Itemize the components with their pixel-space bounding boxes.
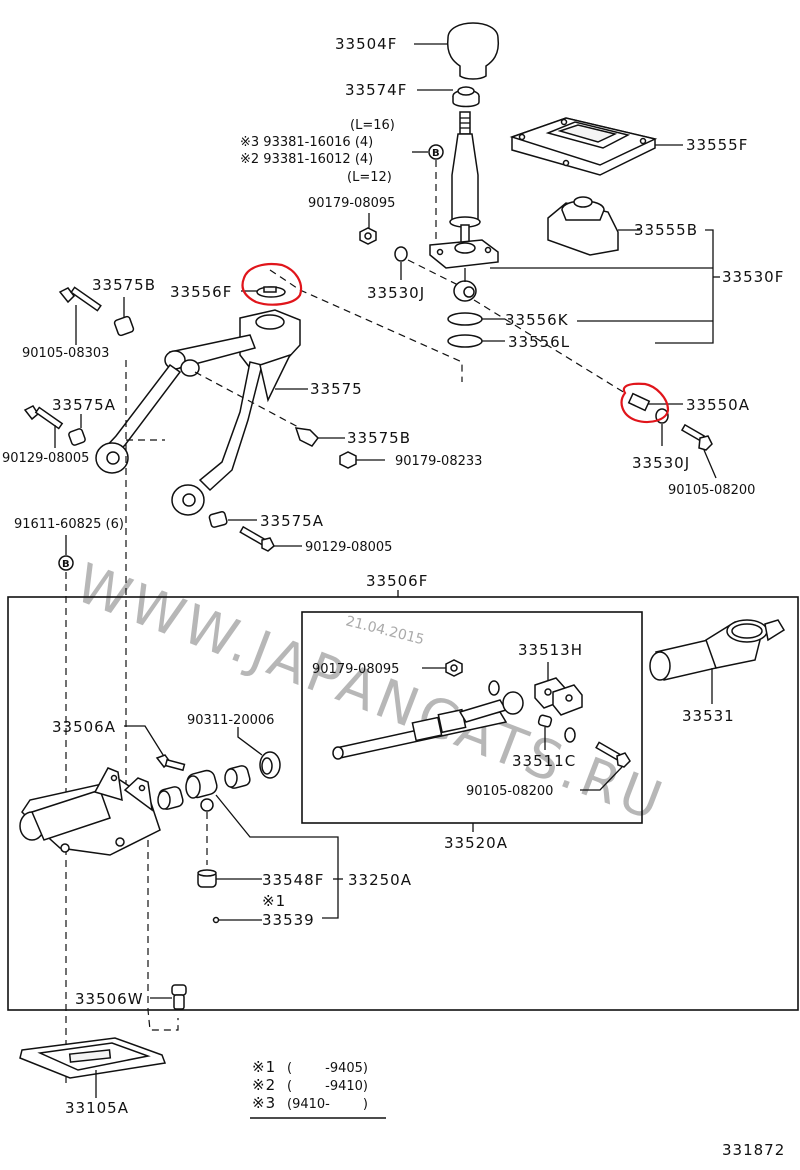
ball-33539-part[interactable] xyxy=(212,916,263,924)
bolt-90129-08005-center[interactable] xyxy=(239,525,302,552)
part-label-90105-08200-right[interactable]: 90105-08200 xyxy=(668,483,755,498)
part-label-93381-16012[interactable]: ※2 93381-16012 (4) xyxy=(240,152,373,167)
highlight-circle-33550A xyxy=(620,382,670,424)
nut-icon[interactable] xyxy=(359,227,377,245)
pin-33511C-part[interactable] xyxy=(537,714,576,750)
shift-lever-part[interactable] xyxy=(429,111,499,302)
nut-90179-08233[interactable] xyxy=(339,451,385,469)
bolt-90105-08303[interactable] xyxy=(58,286,102,345)
part-label-33555B[interactable]: 33555B xyxy=(634,221,698,239)
part-label-33511C[interactable]: 33511C xyxy=(512,752,576,770)
shift-rod-part[interactable] xyxy=(332,680,524,760)
part-label-90311-20006[interactable]: 90311-20006 xyxy=(187,713,274,728)
part-label-33520A[interactable]: 33520A xyxy=(444,834,508,852)
collar-33575A-center[interactable] xyxy=(208,511,257,528)
part-label-33539[interactable]: 33539 xyxy=(262,911,315,929)
part-label-33531[interactable]: 33531 xyxy=(682,707,735,725)
legend: ※1 ( -9405) ※2 ( -9410) ※3 (9410- ) xyxy=(250,1058,386,1119)
part-label-33513H[interactable]: 33513H xyxy=(518,641,583,659)
part-label-33574F[interactable]: 33574F xyxy=(345,81,407,99)
part-label-33105A[interactable]: 33105A xyxy=(65,1099,129,1117)
shift-boot-part[interactable] xyxy=(547,196,640,256)
svg-text:B: B xyxy=(62,559,70,570)
bushing-33575B-center[interactable] xyxy=(294,427,345,447)
oring-k-part[interactable] xyxy=(447,312,505,326)
part-label-91611-60825[interactable]: 91611-60825 (6) xyxy=(14,517,124,532)
part-label-33550A[interactable]: 33550A xyxy=(686,396,750,414)
legend-mark-3: ※3 xyxy=(252,1094,276,1112)
part-label-33530J-right[interactable]: 33530J xyxy=(632,454,690,472)
figure-number: 331872 xyxy=(722,1141,785,1159)
bushing-small-part[interactable] xyxy=(394,246,408,280)
seat-33556F-part[interactable] xyxy=(241,286,286,298)
part-label-33506F[interactable]: 33506F xyxy=(366,572,428,590)
part-label-90179-08233[interactable]: 90179-08233 xyxy=(395,454,482,469)
legend-mark-2: ※2 xyxy=(252,1076,276,1094)
nut-90179-08095-inner[interactable] xyxy=(445,659,463,677)
shift-housing-33531-part[interactable] xyxy=(649,619,786,704)
part-label-33555F[interactable]: 33555F xyxy=(686,136,748,154)
switch-33506W-part[interactable] xyxy=(150,984,187,1010)
part-label-90179-08095-inner[interactable]: 90179-08095 xyxy=(312,662,399,677)
part-label-33556K[interactable]: 33556K xyxy=(505,311,569,329)
part-label-l12: (L=12) xyxy=(347,170,392,185)
legend-range-3: (9410- ) xyxy=(287,1097,368,1112)
part-label-93381-16016[interactable]: ※3 93381-16016 (4) xyxy=(240,135,373,150)
part-label-33556L[interactable]: 33556L xyxy=(508,333,570,351)
bushing-right-part[interactable] xyxy=(224,764,251,789)
part-label-l16: (L=16) xyxy=(350,118,395,133)
shift-knob-part[interactable] xyxy=(414,22,500,80)
collar-33575A-left[interactable] xyxy=(68,414,86,446)
oring-l-part[interactable] xyxy=(447,334,505,348)
badge-b-icon: B xyxy=(428,144,444,160)
knob-ring-part[interactable] xyxy=(417,86,480,108)
part-label-33548F[interactable]: 33548F xyxy=(262,871,324,889)
bolt-90105-08200-inner[interactable] xyxy=(580,741,631,791)
cap-33548F-part[interactable] xyxy=(197,869,262,888)
bolt-33506A[interactable] xyxy=(155,754,186,772)
part-label-33575B-center[interactable]: 33575B xyxy=(347,429,411,447)
pin-33550A-part[interactable] xyxy=(627,392,683,446)
assembly-bracket-33530F xyxy=(490,229,720,344)
highlight-circle-33556F xyxy=(241,262,303,306)
boot-plate-part[interactable] xyxy=(509,117,683,176)
part-label-90129-08005-center[interactable]: 90129-08005 xyxy=(305,540,392,555)
bushing-33575B-left[interactable] xyxy=(113,297,135,337)
watermark-date: 21.04.2015 xyxy=(344,613,426,648)
part-label-33250A[interactable]: 33250A xyxy=(348,871,412,889)
assembly-box-33520A xyxy=(301,611,643,824)
joint-33513H-part[interactable] xyxy=(534,662,583,716)
watermark: WWW.JAPANCATS.RU 21.04.2015 xyxy=(67,551,673,834)
lever-seat-33250A-part[interactable] xyxy=(185,769,339,919)
bushing-left-part[interactable] xyxy=(157,785,184,810)
legend-mark-1: ※1 xyxy=(252,1058,276,1076)
part-label-33506A[interactable]: 33506A xyxy=(52,718,116,736)
legend-range-1: ( -9405) xyxy=(287,1061,368,1076)
part-label-90179-08095-top[interactable]: 90179-08095 xyxy=(308,196,395,211)
bushing-90311-20006-part[interactable] xyxy=(237,727,281,779)
assembly-box-33506F xyxy=(7,596,799,1011)
part-label-33575A-left[interactable]: 33575A xyxy=(52,396,116,414)
part-label-33506W[interactable]: 33506W xyxy=(75,990,144,1008)
shift-lever-housing-33575[interactable] xyxy=(95,309,308,516)
svg-text:B: B xyxy=(432,148,440,159)
part-label-33530J-top[interactable]: 33530J xyxy=(367,284,425,302)
badge-b-icon-lower: B xyxy=(58,555,74,571)
shift-housing-33506A-part[interactable] xyxy=(19,767,161,856)
part-label-90129-08005-left[interactable]: 90129-08005 xyxy=(2,451,89,466)
part-label-33575[interactable]: 33575 xyxy=(310,380,363,398)
part-label-33556F[interactable]: 33556F xyxy=(170,283,232,301)
part-label-90105-08303[interactable]: 90105-08303 xyxy=(22,346,109,361)
bolt-90129-08005-left[interactable] xyxy=(23,405,64,448)
cover-plate-33105A-part[interactable] xyxy=(19,1037,167,1098)
bolt-90105-08200-right[interactable] xyxy=(680,423,717,479)
legend-range-2: ( -9410) xyxy=(287,1079,368,1094)
part-label-33504F[interactable]: 33504F xyxy=(335,35,397,53)
watermark-text: WWW.JAPANCATS.RU xyxy=(67,551,673,834)
part-label-90105-08200-inner[interactable]: 90105-08200 xyxy=(466,784,553,799)
part-label-33575B-left[interactable]: 33575B xyxy=(92,276,156,294)
part-label-33575A-center[interactable]: 33575A xyxy=(260,512,324,530)
note-mark-1: ※1 xyxy=(262,892,286,910)
part-label-33530F[interactable]: 33530F xyxy=(722,268,784,286)
